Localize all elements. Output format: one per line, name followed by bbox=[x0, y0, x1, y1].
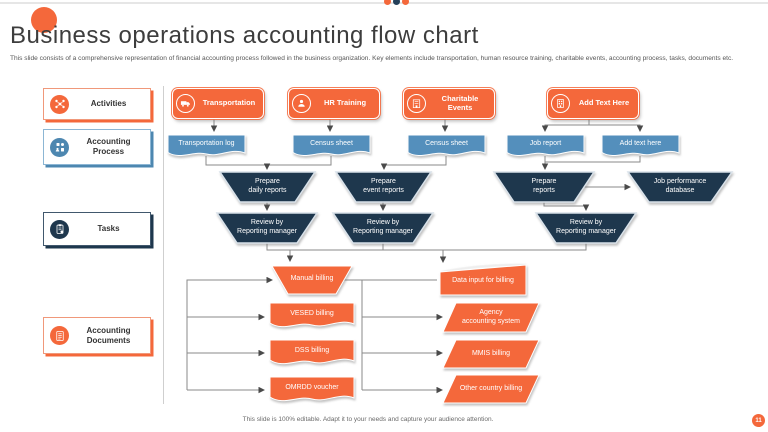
page-title: Business operations accounting flow char… bbox=[10, 22, 479, 49]
accounting-documents-icon bbox=[50, 326, 69, 345]
shape-review-3 bbox=[534, 212, 638, 244]
building-icon bbox=[551, 94, 570, 113]
node-agency-accounting-system[interactable]: Agency accounting system bbox=[462, 308, 520, 325]
node-census-sheet-2[interactable]: Census sheet bbox=[425, 139, 468, 147]
shape-census-sheet-2 bbox=[407, 134, 486, 156]
shape-agency-accounting-system bbox=[442, 302, 540, 333]
node-add-text-here-label: Add Text Here bbox=[578, 98, 630, 108]
node-review-2[interactable]: Review by Reporting manager bbox=[353, 219, 413, 235]
node-charitable-events[interactable]: Charitable Events bbox=[403, 88, 495, 119]
shape-prepare-reports bbox=[492, 171, 596, 203]
node-dss-billing[interactable]: DSS billing bbox=[294, 346, 330, 354]
node-prepare-event-reports[interactable]: Prepare event reports bbox=[363, 178, 404, 194]
node-hr-training-label: HR Training bbox=[323, 98, 367, 108]
shape-data-input-fold bbox=[440, 262, 526, 271]
legend-tasks-label: Tasks bbox=[97, 224, 120, 234]
node-charitable-events-label: Charitable Events bbox=[441, 94, 479, 112]
legend-activities[interactable]: Activities bbox=[43, 88, 151, 120]
shape-job-report bbox=[506, 134, 585, 156]
node-add-text-here-doc[interactable]: Add text here bbox=[619, 139, 662, 147]
node-manual-billing[interactable]: Manual billing bbox=[290, 275, 334, 283]
node-prepare-reports[interactable]: Prepare reports bbox=[531, 178, 557, 194]
node-mmis-billing[interactable]: MMIS billing bbox=[471, 349, 511, 357]
legend-accounting-process-label: Accounting Process bbox=[86, 137, 131, 156]
dot-orange-2 bbox=[402, 0, 409, 5]
flow-shapes bbox=[167, 134, 734, 404]
shape-prepare-event-reports bbox=[334, 171, 433, 203]
shape-omrdd-voucher bbox=[269, 376, 355, 402]
shape-vesed-billing bbox=[269, 302, 355, 328]
shape-add-text-here-doc bbox=[601, 134, 680, 156]
node-transportation-log[interactable]: Transportation log bbox=[178, 139, 235, 147]
legend-activities-label: Activities bbox=[90, 99, 127, 109]
legend-accounting-process[interactable]: Accounting Process bbox=[43, 129, 151, 165]
node-job-performance-database[interactable]: Job performance database bbox=[653, 178, 707, 194]
node-transportation[interactable]: Transportation bbox=[172, 88, 264, 119]
node-hr-training[interactable]: HR Training bbox=[288, 88, 380, 119]
legend-accounting-documents[interactable]: Accounting Documents bbox=[43, 317, 151, 354]
shape-review-1 bbox=[215, 212, 319, 244]
page-number-badge: 11 bbox=[752, 414, 765, 427]
person-icon bbox=[292, 94, 311, 113]
node-other-country-billing[interactable]: Other country billing bbox=[459, 384, 523, 392]
dot-navy bbox=[393, 0, 400, 5]
shape-transportation-log bbox=[167, 134, 246, 156]
node-prepare-daily-reports[interactable]: Prepare daily reports bbox=[248, 178, 287, 194]
shape-other-country-billing bbox=[442, 374, 540, 404]
dot-orange-1 bbox=[384, 0, 391, 5]
node-transportation-label: Transportation bbox=[202, 98, 256, 108]
shape-job-performance-database bbox=[626, 171, 734, 203]
accounting-process-icon bbox=[50, 137, 69, 157]
node-census-sheet-1[interactable]: Census sheet bbox=[310, 139, 353, 147]
charity-building-icon bbox=[407, 94, 426, 113]
shape-manual-billing bbox=[271, 265, 353, 295]
legend-accounting-documents-label: Accounting Documents bbox=[86, 325, 131, 345]
node-job-report[interactable]: Job report bbox=[529, 139, 562, 147]
legend-tasks[interactable]: Tasks bbox=[43, 212, 151, 246]
footer-note: This slide is 100% editable. Adapt it to… bbox=[242, 416, 494, 423]
shape-review-2 bbox=[331, 212, 435, 244]
flow-connectors bbox=[186, 119, 644, 394]
shape-dss-billing bbox=[269, 339, 355, 365]
shape-prepare-daily-reports bbox=[218, 171, 317, 203]
tasks-icon bbox=[50, 219, 69, 239]
node-omrdd-voucher[interactable]: OMRDD voucher bbox=[285, 383, 339, 391]
node-add-text-here[interactable]: Add Text Here bbox=[547, 88, 639, 119]
node-review-1[interactable]: Review by Reporting manager bbox=[237, 219, 297, 235]
shape-mmis-billing bbox=[442, 339, 540, 369]
node-review-3[interactable]: Review by Reporting manager bbox=[556, 219, 616, 235]
node-data-input-for-billing[interactable]: Data input for billing bbox=[452, 276, 514, 284]
divider-line bbox=[163, 86, 164, 404]
node-vesed-billing[interactable]: VESED billing bbox=[290, 309, 334, 317]
page-subtitle: This slide consists of a comprehensive r… bbox=[10, 55, 734, 62]
truck-icon bbox=[176, 94, 195, 113]
activities-icon bbox=[50, 94, 69, 114]
shape-census-sheet-1 bbox=[292, 134, 371, 156]
title-accent-circle bbox=[31, 7, 57, 33]
shape-data-input-for-billing bbox=[439, 264, 527, 296]
